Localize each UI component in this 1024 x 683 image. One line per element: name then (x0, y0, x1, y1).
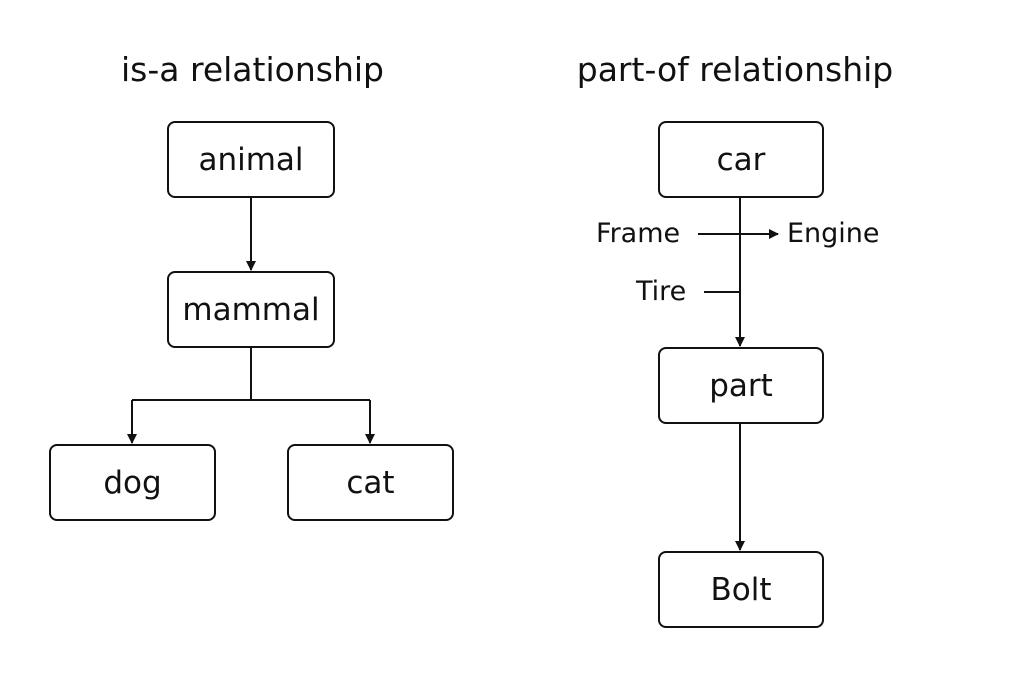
node-car: car (658, 121, 824, 198)
node-bolt: Bolt (658, 551, 824, 628)
node-cat: cat (287, 444, 454, 521)
node-part-label: part (709, 367, 773, 404)
node-animal: animal (167, 121, 335, 198)
part-of-title: part-of relationship (576, 50, 894, 89)
node-car-label: car (716, 141, 766, 178)
node-part: part (658, 347, 824, 424)
node-bolt-label: Bolt (710, 571, 772, 608)
node-mammal-label: mammal (182, 291, 320, 328)
is-a-title: is-a relationship (121, 50, 384, 89)
node-cat-label: cat (346, 464, 395, 501)
node-animal-label: animal (198, 141, 304, 178)
node-dog-label: dog (103, 464, 162, 501)
label-engine: Engine (787, 218, 880, 249)
label-tire: Tire (636, 276, 687, 307)
node-dog: dog (49, 444, 216, 521)
node-mammal: mammal (167, 271, 335, 348)
edge-mammal-branch (132, 348, 370, 401)
label-frame: Frame (596, 218, 681, 249)
